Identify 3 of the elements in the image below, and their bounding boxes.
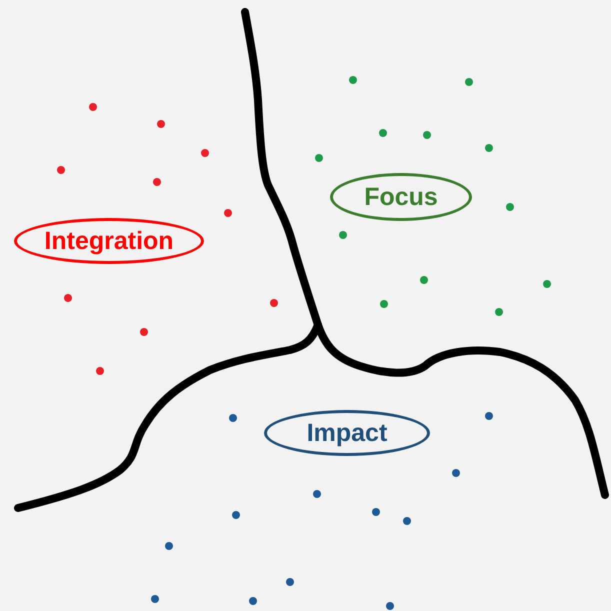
- region-name: Impact: [306, 418, 388, 448]
- region-name: Focus: [364, 182, 438, 212]
- region-name: Integration: [44, 226, 174, 256]
